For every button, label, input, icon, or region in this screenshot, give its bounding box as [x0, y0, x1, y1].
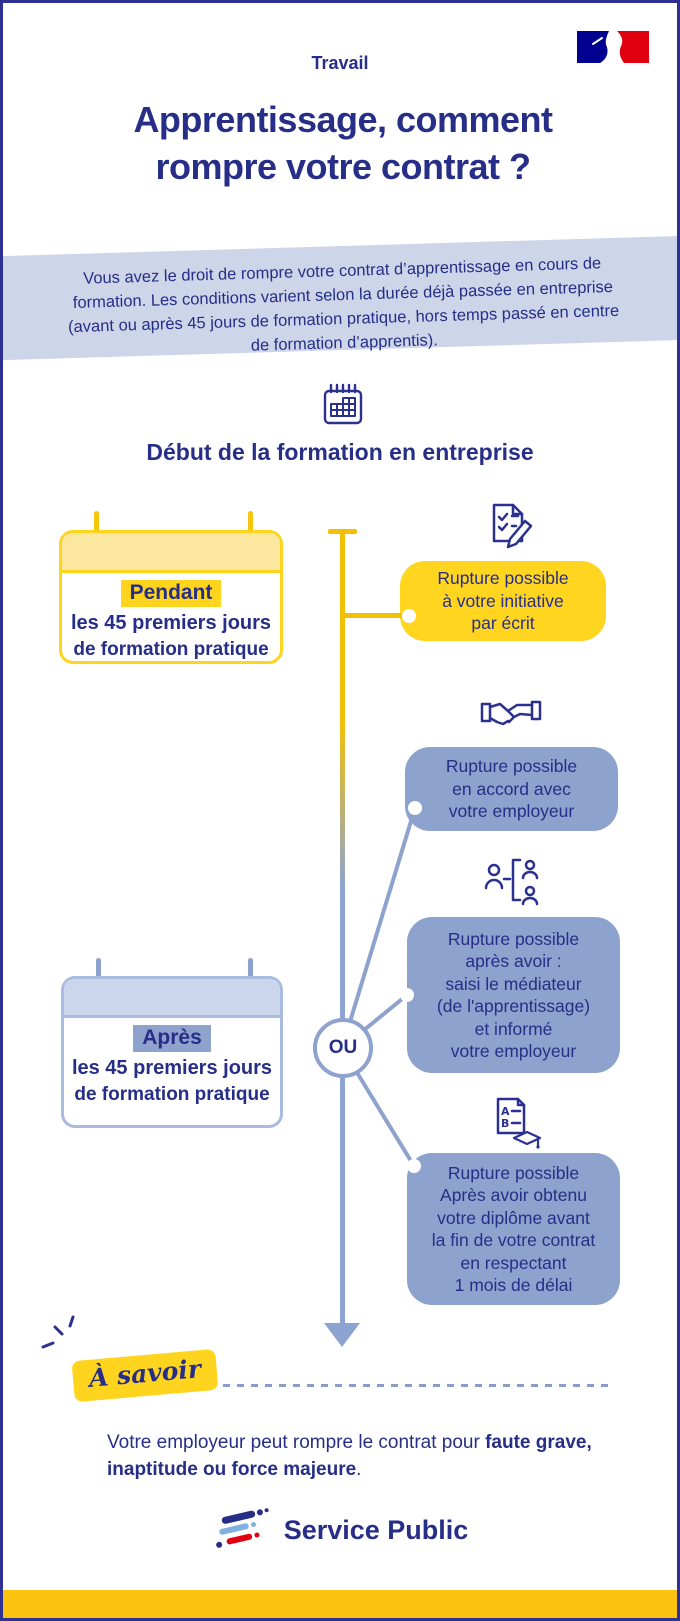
calendar-card-header [64, 979, 280, 1018]
period-highlight: Pendant [120, 580, 222, 607]
calendar-grid-icon [319, 381, 367, 434]
option-bubble-mediateur: Rupture possible après avoir : saisi le … [407, 917, 620, 1073]
timeline-line [340, 531, 345, 1325]
connector-dot [400, 988, 414, 1002]
section-heading: Début de la formation en entreprise [146, 439, 534, 465]
period-line1: les 45 premiers jours [70, 612, 272, 634]
handshake-icon [480, 693, 542, 742]
period-highlight: Après [133, 1025, 211, 1052]
option-text: Rupture possible en accord avec votre em… [445, 756, 578, 822]
connector-dot [408, 801, 422, 815]
connector-dot [402, 609, 416, 623]
a-savoir-tag: À savoir [71, 1348, 219, 1403]
footer-note: Votre employeur peut rompre le contrat p… [107, 1429, 607, 1483]
page-title: Apprentissage, comment rompre votre cont… [133, 99, 553, 187]
connector-yellow [344, 613, 408, 618]
spark-lines-icon [39, 1313, 85, 1362]
option-bubble-accord: Rupture possible en accord avec votre em… [405, 747, 618, 831]
or-label: OU [328, 1037, 358, 1058]
service-public-logo [212, 1503, 274, 1558]
category-label: Travail [311, 53, 369, 73]
french-government-flag-logo [575, 29, 651, 72]
note-normal: Votre employeur peut rompre le contrat p… [107, 1432, 486, 1453]
option-text: Rupture possible à votre initiative par … [437, 568, 569, 634]
dashed-divider [181, 1384, 613, 1387]
period-card-apres: Après les 45 premiers jours de formation… [61, 976, 283, 1128]
period-card-pendant: Pendant les 45 premiers jours de formati… [59, 530, 283, 664]
brand-footer: Service Public [3, 1503, 677, 1558]
connector-dot [407, 1159, 421, 1173]
option-bubble-ecrit: Rupture possible à votre initiative par … [400, 561, 606, 641]
calendar-card-header [62, 533, 280, 573]
note-end: . [356, 1459, 362, 1480]
mediator-people-icon [484, 853, 540, 912]
or-node: OU [313, 1018, 373, 1078]
period-line2: de formation pratique [74, 1084, 270, 1105]
svg-text:B: B [501, 1117, 509, 1130]
svg-text:A: A [501, 1105, 510, 1118]
intro-text: Vous avez le droit de rompre votre contr… [67, 254, 620, 355]
note-bold-1: faute grave, [485, 1432, 592, 1453]
note-bold-2: inaptitude ou force majeure [107, 1459, 357, 1480]
intro-band: Vous avez le droit de rompre votre contr… [3, 235, 677, 361]
option-text: Rupture possible après avoir : saisi le … [436, 928, 591, 1062]
period-line2: de formation pratique [73, 639, 269, 660]
option-bubble-diplome: Rupture possible Après avoir obtenu votr… [407, 1153, 620, 1305]
option-text: Rupture possible Après avoir obtenu votr… [431, 1162, 596, 1296]
brand-name: Service Public [283, 1515, 469, 1545]
period-line1: les 45 premiers jours [71, 1057, 273, 1079]
bottom-bar [3, 1590, 677, 1618]
timeline-arrow-icon [324, 1323, 360, 1347]
diploma-graduation-icon: A B [486, 1095, 542, 1156]
document-check-pencil-icon [482, 500, 534, 557]
